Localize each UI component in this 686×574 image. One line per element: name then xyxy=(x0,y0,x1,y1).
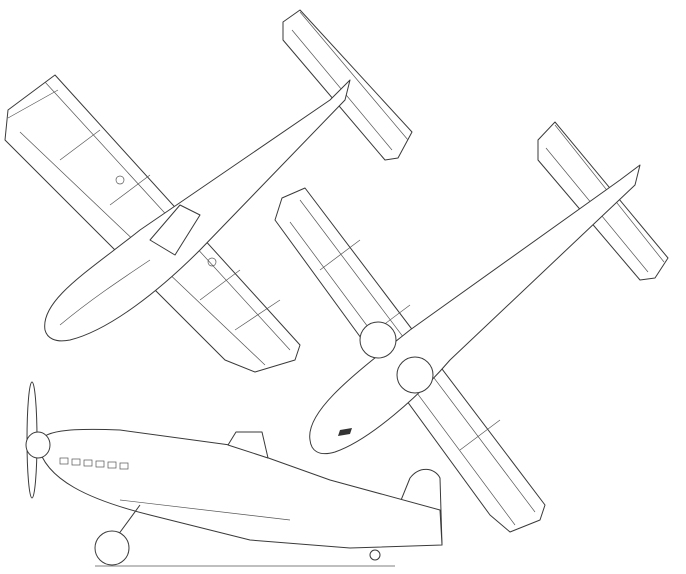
side-view-tail-wheel xyxy=(369,549,381,561)
side-view-canopy xyxy=(227,431,269,459)
bottom-view-fuselage xyxy=(309,164,641,455)
side-view-landing-gear-strut xyxy=(117,504,141,536)
bottom-view-marking xyxy=(338,428,352,436)
side-view-wing-line xyxy=(119,499,291,521)
top-view-cowling-line xyxy=(59,259,151,326)
side-view-fuselage xyxy=(37,428,443,549)
bottom-view-radiator-left xyxy=(359,321,397,359)
top-view-aircraft xyxy=(4,9,413,373)
top-view-wing-panel-lines xyxy=(7,81,291,366)
side-view-main-wheel xyxy=(94,530,130,566)
top-view-fuselage xyxy=(44,79,351,342)
side-view-spinner xyxy=(25,431,51,459)
side-view-aircraft xyxy=(25,381,443,567)
top-view-canopy xyxy=(149,204,201,256)
side-view-exhaust-stacks xyxy=(59,457,129,470)
bottom-view-radiator-right xyxy=(396,356,434,394)
bottom-view-aircraft xyxy=(274,121,669,533)
